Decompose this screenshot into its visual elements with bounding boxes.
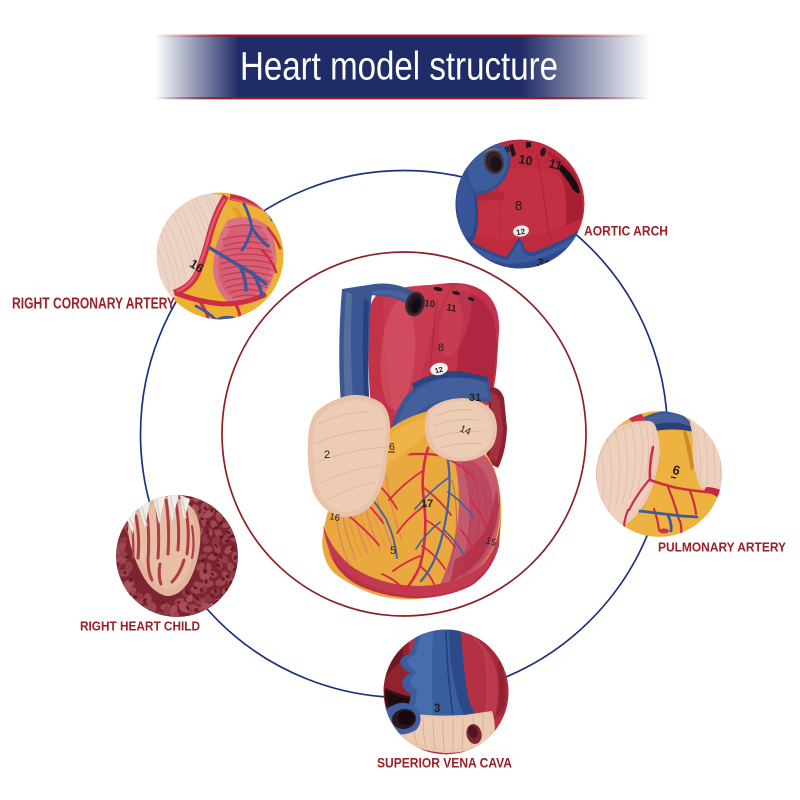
svg-text:16: 16: [187, 257, 206, 276]
svg-text:12: 12: [515, 227, 526, 238]
svg-text:12: 12: [434, 365, 444, 376]
svg-text:5: 5: [390, 545, 396, 557]
svg-text:8: 8: [515, 198, 522, 213]
svg-text:31: 31: [469, 392, 481, 404]
svg-text:6: 6: [671, 462, 682, 478]
svg-text:15: 15: [484, 535, 497, 548]
svg-text:RIGHT HEART CHILD: RIGHT HEART CHILD: [80, 619, 200, 634]
svg-text:16: 16: [328, 511, 341, 524]
svg-text:17: 17: [421, 498, 433, 510]
svg-text:3: 3: [434, 703, 440, 715]
svg-text:2: 2: [324, 449, 330, 461]
svg-text:8: 8: [438, 342, 444, 354]
svg-text:6: 6: [389, 441, 395, 453]
svg-text:11: 11: [547, 156, 563, 173]
svg-text:PULMONARY ARTERY: PULMONARY ARTERY: [658, 540, 786, 555]
svg-text:AORTIC ARCH: AORTIC ARCH: [584, 224, 668, 239]
svg-text:SUPERIOR VENA CAVA: SUPERIOR VENA CAVA: [377, 756, 512, 771]
svg-text:14: 14: [458, 424, 473, 439]
svg-text:Heart model structure: Heart model structure: [240, 45, 558, 89]
svg-text:10: 10: [424, 298, 436, 310]
svg-text:9: 9: [503, 144, 511, 155]
svg-text:RIGHT CORONARY ARTERY: RIGHT CORONARY ARTERY: [12, 296, 175, 313]
svg-text:10: 10: [517, 152, 533, 168]
svg-text:11: 11: [445, 302, 458, 315]
